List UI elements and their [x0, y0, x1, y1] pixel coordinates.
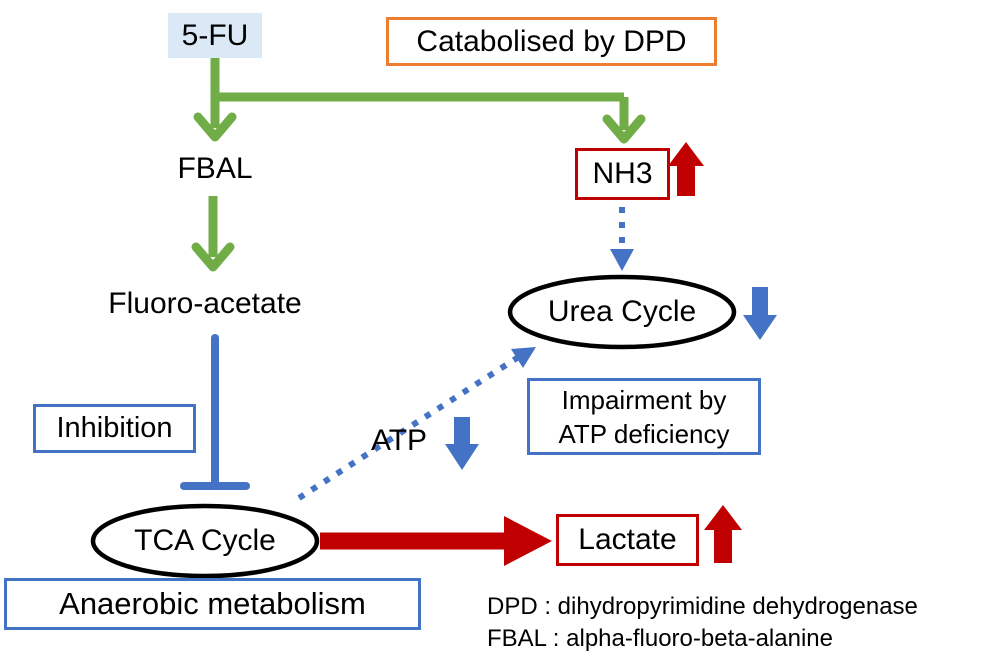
- callout-inhibition-label: Inhibition: [56, 412, 173, 444]
- node-nh3: NH3: [575, 148, 670, 200]
- legend-fbal: FBAL : alpha-fluoro-beta-alanine: [487, 625, 833, 652]
- node-lactate: Lactate: [556, 514, 699, 566]
- atp-decrease-down-arrow-icon: [445, 417, 479, 470]
- callout-anaerobic-label: Anaerobic metabolism: [59, 586, 366, 621]
- node-5fu-label: 5-FU: [181, 18, 249, 52]
- green-arrow-5fu-branch: [193, 56, 646, 144]
- node-tca-cycle: TCA Cycle: [134, 524, 276, 557]
- dashed-arrow-nh3-to-urea-cycle: [610, 207, 634, 271]
- callout-impairment-line2: ATP deficiency: [558, 418, 730, 449]
- node-fbal: FBAL: [177, 152, 253, 185]
- dashed-arrow-tca-to-urea-cycle: [297, 347, 536, 501]
- green-arrow-fbal-to-fluoroacetate: [191, 196, 235, 272]
- tca-cycle-ellipse: [90, 503, 320, 579]
- node-nh3-label: NH3: [592, 157, 653, 190]
- red-arrow-tca-to-lactate: [320, 516, 552, 566]
- node-fluoro-acetate: Fluoro-acetate: [108, 287, 302, 320]
- callout-catabolised-label: Catabolised by DPD: [416, 24, 687, 58]
- callout-impairment: Impairment by ATP deficiency: [527, 378, 761, 455]
- callout-catabolised-by-dpd: Catabolised by DPD: [386, 17, 717, 66]
- node-atp: ATP: [370, 424, 428, 457]
- node-lactate-label: Lactate: [578, 523, 677, 556]
- urea-cycle-ellipse: [507, 274, 737, 350]
- callout-inhibition: Inhibition: [33, 404, 196, 453]
- node-5fu: 5-FU: [168, 13, 262, 58]
- legend-dpd: DPD : dihydropyrimidine dehydrogenase: [487, 593, 918, 620]
- callout-impairment-line1: Impairment by: [561, 384, 727, 415]
- callout-anaerobic-metabolism: Anaerobic metabolism: [4, 578, 421, 630]
- abbreviation-legend: DPD : dihydropyrimidine dehydrogenase FB…: [487, 591, 918, 655]
- node-urea-cycle: Urea Cycle: [547, 295, 697, 328]
- inhibition-tbar: [180, 334, 250, 490]
- urea-cycle-decrease-down-arrow-icon: [743, 287, 777, 340]
- nh3-increase-up-arrow-icon: [668, 142, 704, 196]
- lactate-increase-up-arrow-icon: [704, 505, 742, 563]
